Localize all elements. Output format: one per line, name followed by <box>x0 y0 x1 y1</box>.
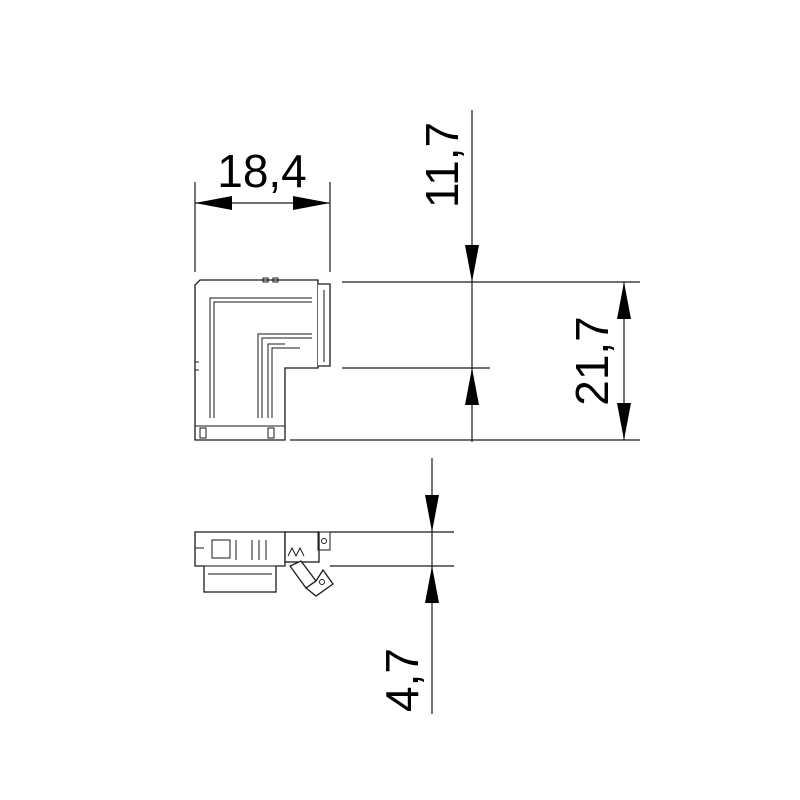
dimension-label-height-lower: 4,7 <box>376 648 428 712</box>
dimension-label-height-total: 21,7 <box>566 316 618 406</box>
dimension-height-total: 21,7 <box>290 281 640 441</box>
dimension-height-lower: 4,7 <box>330 458 454 714</box>
dimension-height-upper: 11,7 <box>342 110 490 442</box>
dimension-width-top: 18,4 <box>194 145 331 272</box>
dimension-label-width-top: 18,4 <box>217 145 307 197</box>
side-view-part <box>194 531 334 597</box>
dimension-label-height-upper: 11,7 <box>416 122 468 208</box>
top-view-part <box>194 277 331 441</box>
